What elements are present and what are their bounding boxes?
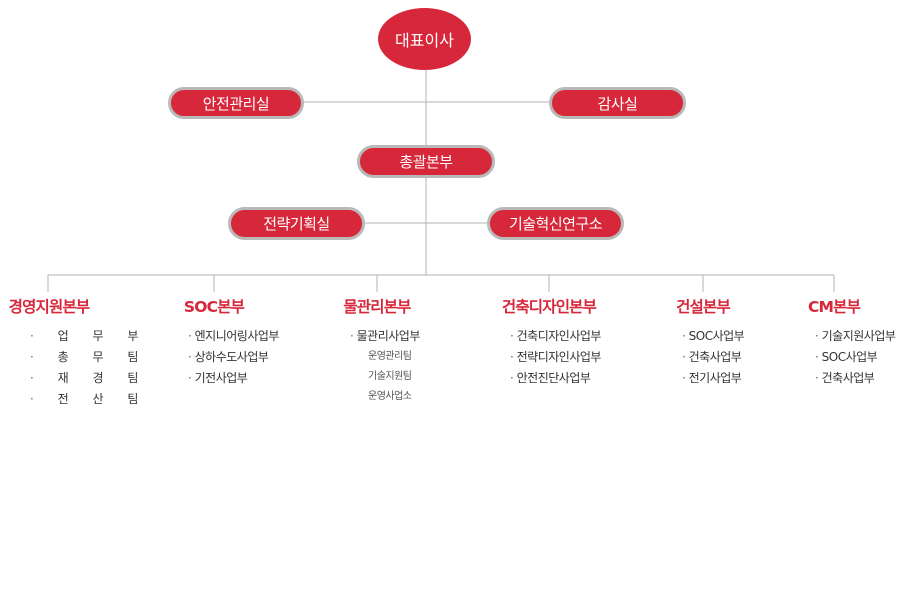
division-items: 건축디자인사업부 전략디자인사업부 안전진단사업부: [510, 326, 602, 389]
list-item: 전 산 팀: [30, 389, 148, 410]
list-item: 총 무 팀: [30, 347, 148, 368]
strategy-office-node: 전략기획실: [228, 207, 365, 240]
general-division-label: 총괄본부: [399, 153, 453, 171]
division-title: 건축디자인본부: [501, 298, 597, 316]
safety-office-node: 안전관리실: [168, 87, 304, 119]
list-item: 기술지원사업부: [815, 326, 896, 347]
division-items: 엔지니어링사업부 상하수도사업부 기전사업부: [188, 326, 280, 389]
list-item: 운영관리팀: [368, 351, 412, 362]
division-title: 경영지원본부: [8, 298, 91, 316]
audit-office-label: 감사실: [597, 94, 638, 113]
audit-office-node: 감사실: [549, 87, 686, 119]
division-items: 업 무 부 총 무 팀 재 경 팀 전 산 팀: [30, 326, 148, 410]
list-item: 전기사업부: [682, 368, 744, 389]
list-item: SOC사업부: [815, 347, 895, 368]
list-item: 건축디자인사업부: [510, 326, 602, 347]
research-institute-node: 기술혁신연구소: [487, 207, 624, 240]
strategy-office-label: 전략기획실: [263, 215, 330, 233]
list-item: SOC사업부: [682, 326, 745, 347]
list-item: 업 무 부: [30, 326, 148, 347]
list-item: 전략디자인사업부: [510, 347, 602, 368]
ceo-label: 대표이사: [395, 31, 454, 50]
division-items: 물관리사업부 운영관리팀 기술지원팀 운영사업소: [350, 326, 421, 407]
list-item: 기술지원팀: [368, 371, 412, 382]
list-item: 건축사업부: [815, 368, 895, 389]
research-institute-label: 기술혁신연구소: [508, 215, 603, 233]
list-item: 물관리사업부: [350, 326, 421, 347]
division-title: 물관리본부: [343, 298, 411, 316]
division-title: SOC본부: [183, 298, 245, 316]
list-item: 엔지니어링사업부: [188, 326, 280, 347]
ceo-node: 대표이사: [378, 8, 471, 70]
safety-office-label: 안전관리실: [202, 94, 270, 113]
division-items: 기술지원사업부 SOC사업부 건축사업부: [815, 326, 896, 389]
list-item: 기전사업부: [188, 368, 279, 389]
division-title: 건설본부: [676, 298, 731, 316]
division-items: SOC사업부 건축사업부 전기사업부: [682, 326, 745, 389]
list-item: 안전진단사업부: [510, 368, 601, 389]
list-item: 상하수도사업부: [188, 347, 279, 368]
division-title: CM본부: [807, 298, 861, 316]
list-item: 건축사업부: [682, 347, 744, 368]
general-division-node: 총괄본부: [357, 145, 495, 178]
list-item: 운영사업소: [368, 391, 412, 402]
list-item: 재 경 팀: [30, 368, 148, 389]
